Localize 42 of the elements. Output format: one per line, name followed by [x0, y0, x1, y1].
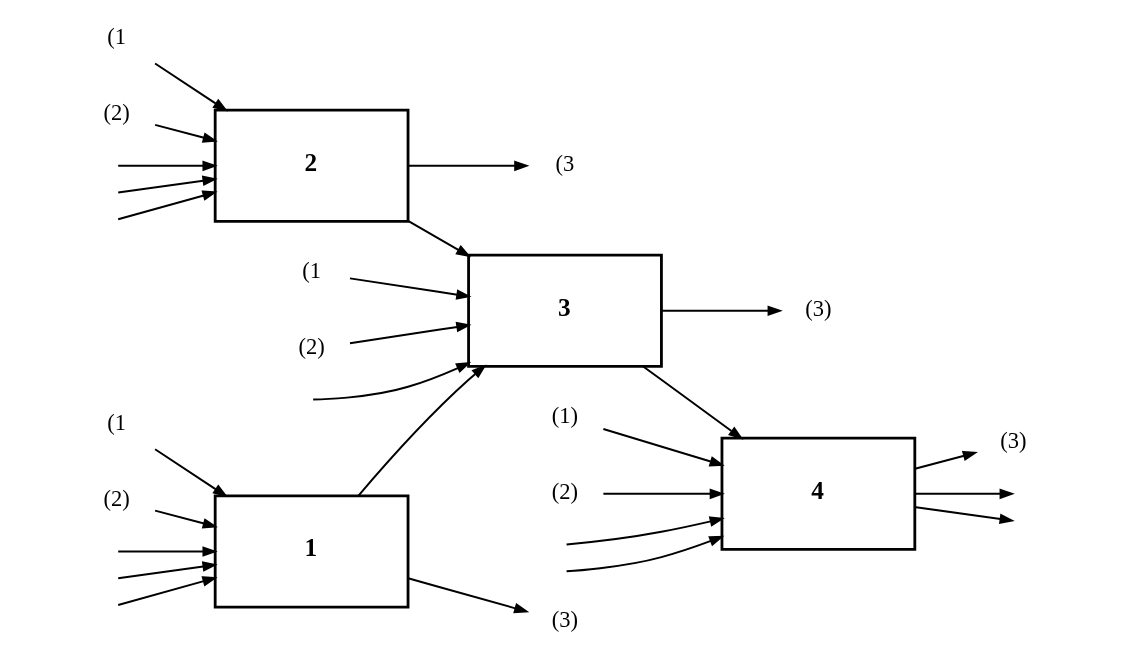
arrow — [116, 576, 218, 606]
node-text: (3) — [804, 296, 832, 322]
arrow — [311, 362, 471, 401]
node-text: (1) — [551, 403, 578, 429]
arrow — [116, 190, 218, 221]
arrow — [116, 175, 218, 194]
arrow — [356, 364, 487, 497]
arrow — [153, 448, 228, 498]
arrow — [348, 321, 471, 345]
arrow — [913, 506, 1015, 525]
arrow — [406, 577, 529, 614]
arrow — [565, 535, 724, 573]
arrow — [913, 488, 1015, 500]
node-box: 3 — [466, 253, 663, 368]
arrow — [348, 277, 471, 300]
arrow — [660, 305, 783, 317]
arrow — [153, 62, 228, 112]
arrow — [565, 516, 725, 546]
arrow — [406, 160, 529, 172]
arrow — [116, 160, 218, 172]
arrow — [641, 365, 743, 440]
arrow — [116, 546, 218, 557]
arrow — [406, 219, 471, 258]
node-box: 1 — [213, 494, 409, 609]
node-box: 2 — [213, 108, 409, 223]
node-text: (1 — [106, 24, 126, 50]
node-text: (1 — [106, 410, 126, 436]
node-text: (3) — [999, 428, 1026, 454]
node-text: (3 — [555, 151, 574, 177]
node-box: 4 — [720, 436, 916, 551]
arrow — [601, 488, 725, 500]
arrow — [153, 509, 218, 529]
node-text: (2) — [551, 479, 578, 505]
node-text: (2) — [103, 100, 130, 126]
arrow — [153, 123, 218, 143]
node-text: (1 — [301, 258, 321, 284]
node-text: (2) — [103, 486, 130, 512]
arrow — [116, 561, 218, 580]
arrow — [601, 428, 725, 467]
node-text: (3) — [551, 607, 578, 633]
arrow — [913, 450, 978, 470]
node-text: (2) — [297, 334, 325, 360]
